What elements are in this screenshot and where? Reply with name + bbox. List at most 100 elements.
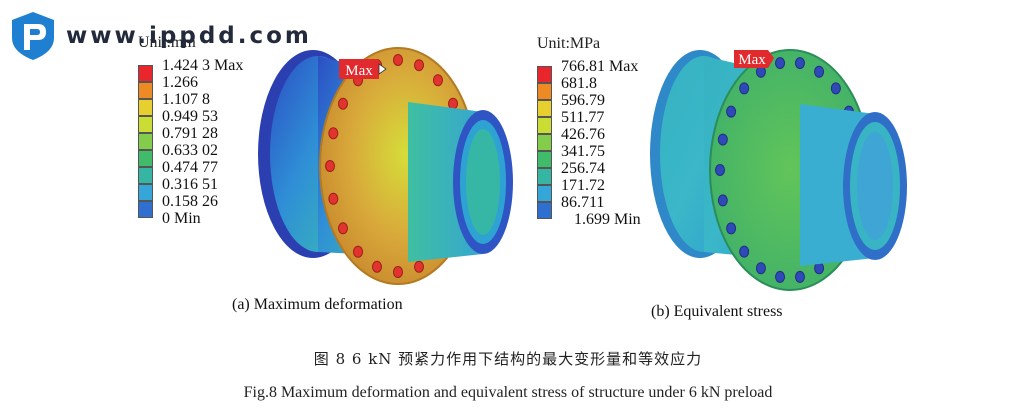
legend-label: 0.791 28 [162,125,218,142]
watermark-text: www.ippdd.com [66,23,312,49]
legend-entry: 1.424 3 Max [138,57,244,82]
legend-entry: 596.79 [537,92,605,117]
flange-bolt [393,266,403,278]
legend-entry: 0.633 02 [138,142,218,167]
flange-bolt [448,97,459,110]
flange-bolt [328,192,339,205]
max-marker [339,59,379,79]
legend-unit-title: Unit:MPa [537,35,601,52]
legend-entry: 0.791 28 [138,125,218,150]
flange-bolt [432,74,443,87]
flange-bolt [371,260,382,273]
flange-bolt [414,59,425,72]
flange-bolt [739,82,750,95]
legend-swatch [138,201,153,218]
figure-caption-chinese: 图 8 6 kN 预紧力作用下结构的最大变形量和等效应力 [313,350,703,368]
subfigure-caption: (a) Maximum deformation [232,296,403,313]
flange-bolt [726,222,737,235]
legend-label: 0 Min [162,210,201,227]
legend-label: 86.711 [561,194,605,211]
legend-label: 0.158 26 [162,193,218,210]
flange-bolt [794,270,805,283]
flange-bolt [755,262,766,275]
flange-bolt [739,245,750,258]
flange-bolt [775,57,786,70]
legend-label: 341.75 [561,143,605,160]
legend-swatch [138,116,153,133]
legend-entry: 256.74 [537,160,605,185]
legend-swatch [138,82,153,99]
legend-swatch [138,133,153,150]
legend-entry: 766.81 Max [537,58,639,83]
flange-bolt [775,270,786,283]
legend-swatch [537,117,552,134]
legend-label: 171.72 [561,177,605,194]
flange-bolt [717,133,728,146]
legend-swatch [537,66,552,83]
legend-swatch [138,150,153,167]
legend-label: 766.81 Max [561,58,639,75]
legend-swatch [138,65,153,82]
legend-unit-title: Unit:mm [138,34,196,51]
legend-entry: 0.949 53 [138,108,218,133]
max-marker-label: Max [345,63,373,79]
legend-entry: 171.72 [537,177,605,202]
legend-swatch [138,99,153,116]
legend-label: 511.77 [561,109,605,126]
legend-entry: 0.316 51 [138,176,218,201]
legend-swatch [138,184,153,201]
flange-bolt [328,127,339,140]
legend-label: 1.107 8 [162,91,210,108]
legend-entry: 0.158 26 [138,193,218,218]
legend-swatch [138,167,153,184]
flange-bolt [353,245,364,258]
legend-label: 426.76 [561,126,605,143]
legend-label: 0.949 53 [162,108,218,125]
figure-caption-english: Fig.8 Maximum deformation and equivalent… [243,384,773,401]
legend-swatch [537,83,552,100]
flange-bolt [414,260,425,273]
legend-label: 1.699 Min [574,211,641,228]
max-marker-label: Max [738,52,766,68]
legend-entry: 1.266 [138,74,198,99]
legend-entry: 0.474 77 [138,159,218,184]
legend-entry: 341.75 [537,143,605,168]
legend-label: 1.266 [162,74,198,91]
legend-entry: 0 Min [138,210,201,227]
legend-label: 0.633 02 [162,142,218,159]
flange-bolt [337,97,348,110]
ippdd-logo-icon [12,12,54,60]
flange-bolt [726,105,737,118]
legend-swatch [537,100,552,117]
flange-bolt [337,222,348,235]
legend-label: 0.316 51 [162,176,218,193]
legend-entry: 426.76 [537,126,605,151]
flange-bolt [814,65,825,78]
legend-entry: 1.107 8 [138,91,210,116]
flange-bolt [325,160,335,172]
max-marker [734,50,774,68]
legend-swatch [537,151,552,168]
legend-label: 1.424 3 Max [162,57,244,74]
legend-swatch [537,202,552,219]
flange-bolt [794,57,805,70]
legend-label: 681.8 [561,75,597,92]
legend-swatch [537,134,552,151]
stress-contour-model: Max [650,49,907,291]
flange-bolt [717,194,728,207]
flange-bolt [830,82,841,95]
flange-bolt [393,54,403,66]
flange-bolt [814,262,825,275]
legend-entry: 86.711 [537,194,605,219]
flange-bolt [715,164,725,176]
legend-label: 256.74 [561,160,605,177]
legend-entry: 511.77 [537,109,605,134]
legend-swatch [537,185,552,202]
legend-entry: 1.699 Min [537,211,641,228]
subfigure-caption: (b) Equivalent stress [651,303,783,320]
legend-entry: 681.8 [537,75,597,100]
watermark: www.ippdd.com [8,10,312,62]
deformation-contour-model: Max [258,47,513,285]
legend-label: 596.79 [561,92,605,109]
legend-swatch [537,168,552,185]
